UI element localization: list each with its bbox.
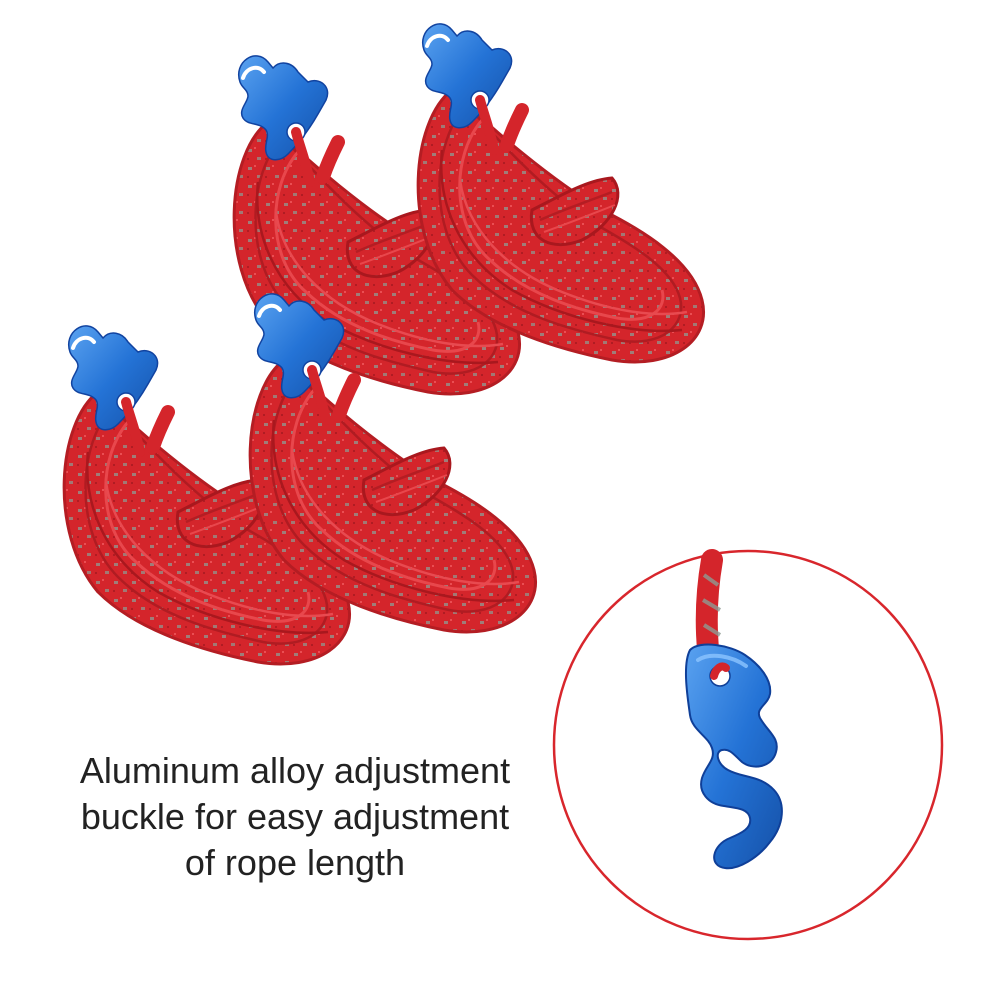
buckle-detail-circle — [552, 549, 944, 941]
caption-line-2: buckle for easy adjustment — [80, 796, 510, 837]
product-caption: Aluminum alloy adjustment buckle for eas… — [40, 748, 550, 886]
caption-line-3: of rope length — [184, 842, 406, 883]
caption-line-1: Aluminum alloy adjustment — [79, 750, 511, 791]
s-hook-buckle-icon — [685, 643, 783, 870]
